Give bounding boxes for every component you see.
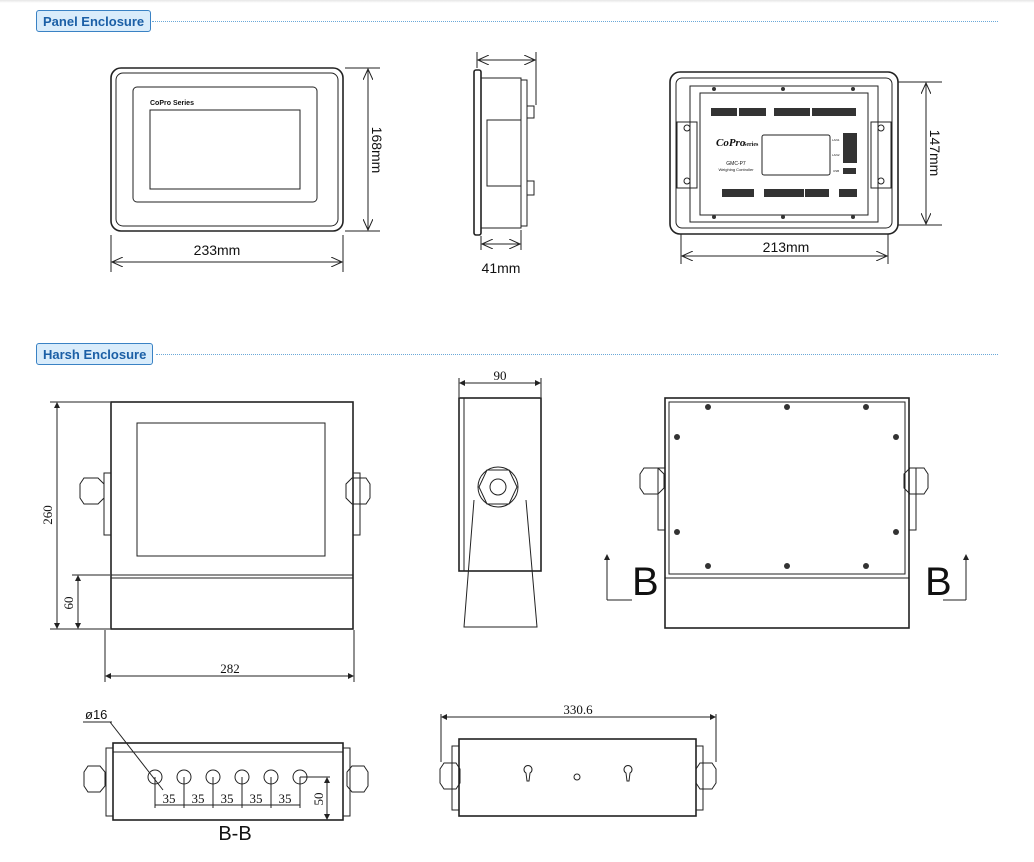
subtitle-label: Weighing Controller: [718, 167, 754, 172]
dimension-width: 282: [220, 661, 240, 676]
section-badge-harsh-enclosure: Harsh Enclosure: [36, 343, 154, 365]
dimension-width: 213mm: [763, 239, 810, 255]
panel-front-view: CoPro Series 233mm 168mm: [110, 67, 385, 272]
dimension-hole-height: 50: [311, 793, 326, 806]
dimension-width: 233mm: [194, 242, 241, 258]
dimension-pitch: 35: [221, 791, 234, 806]
dimension-height: 260: [40, 505, 55, 525]
svg-text:Series: Series: [743, 142, 759, 148]
section-label-b-b: B-B: [218, 823, 251, 845]
brand-logo: CoPro Series: [150, 100, 194, 107]
dimension-base-height: 60: [61, 597, 76, 610]
section-divider: [156, 354, 998, 355]
dimension-height: 168mm: [369, 127, 385, 174]
brand-logo: CoPro: [716, 137, 746, 149]
harsh-bottom-section-view: ø16 35 35 35 35 35 50 B-B: [83, 707, 369, 845]
harsh-front-view: 260 60 282: [40, 401, 371, 682]
model-label: GMC-P7: [726, 161, 746, 167]
harsh-rear-view: B B: [604, 397, 969, 629]
panel-side-view: 41mm: [473, 52, 537, 276]
section-marker-b-left: B: [632, 560, 659, 604]
section-badge-panel-enclosure: Panel Enclosure: [36, 10, 152, 32]
dimension-pitch: 35: [192, 791, 205, 806]
dimension-height: 147mm: [927, 130, 943, 177]
top-shadow: [0, 0, 1034, 3]
svg-text:USB: USB: [833, 169, 839, 173]
dimension-depth: 90: [494, 368, 507, 383]
svg-text:LAN1: LAN1: [832, 138, 840, 142]
dimension-pitch: 35: [279, 791, 292, 806]
dimension-depth: 41mm: [482, 260, 521, 276]
harsh-side-view: 90: [458, 368, 542, 628]
dimension-hole-diameter: ø16: [85, 707, 107, 722]
section-marker-b-right: B: [925, 560, 952, 604]
dimension-overall-width: 330.6: [563, 702, 593, 717]
section-divider: [152, 21, 998, 22]
harsh-top-view: 330.6: [439, 702, 717, 817]
dimension-pitch: 35: [163, 791, 176, 806]
svg-text:LAN2: LAN2: [832, 153, 840, 157]
dimension-pitch: 35: [250, 791, 263, 806]
panel-rear-view: CoPro Series GMC-P7 Weighing Controller …: [669, 71, 943, 264]
